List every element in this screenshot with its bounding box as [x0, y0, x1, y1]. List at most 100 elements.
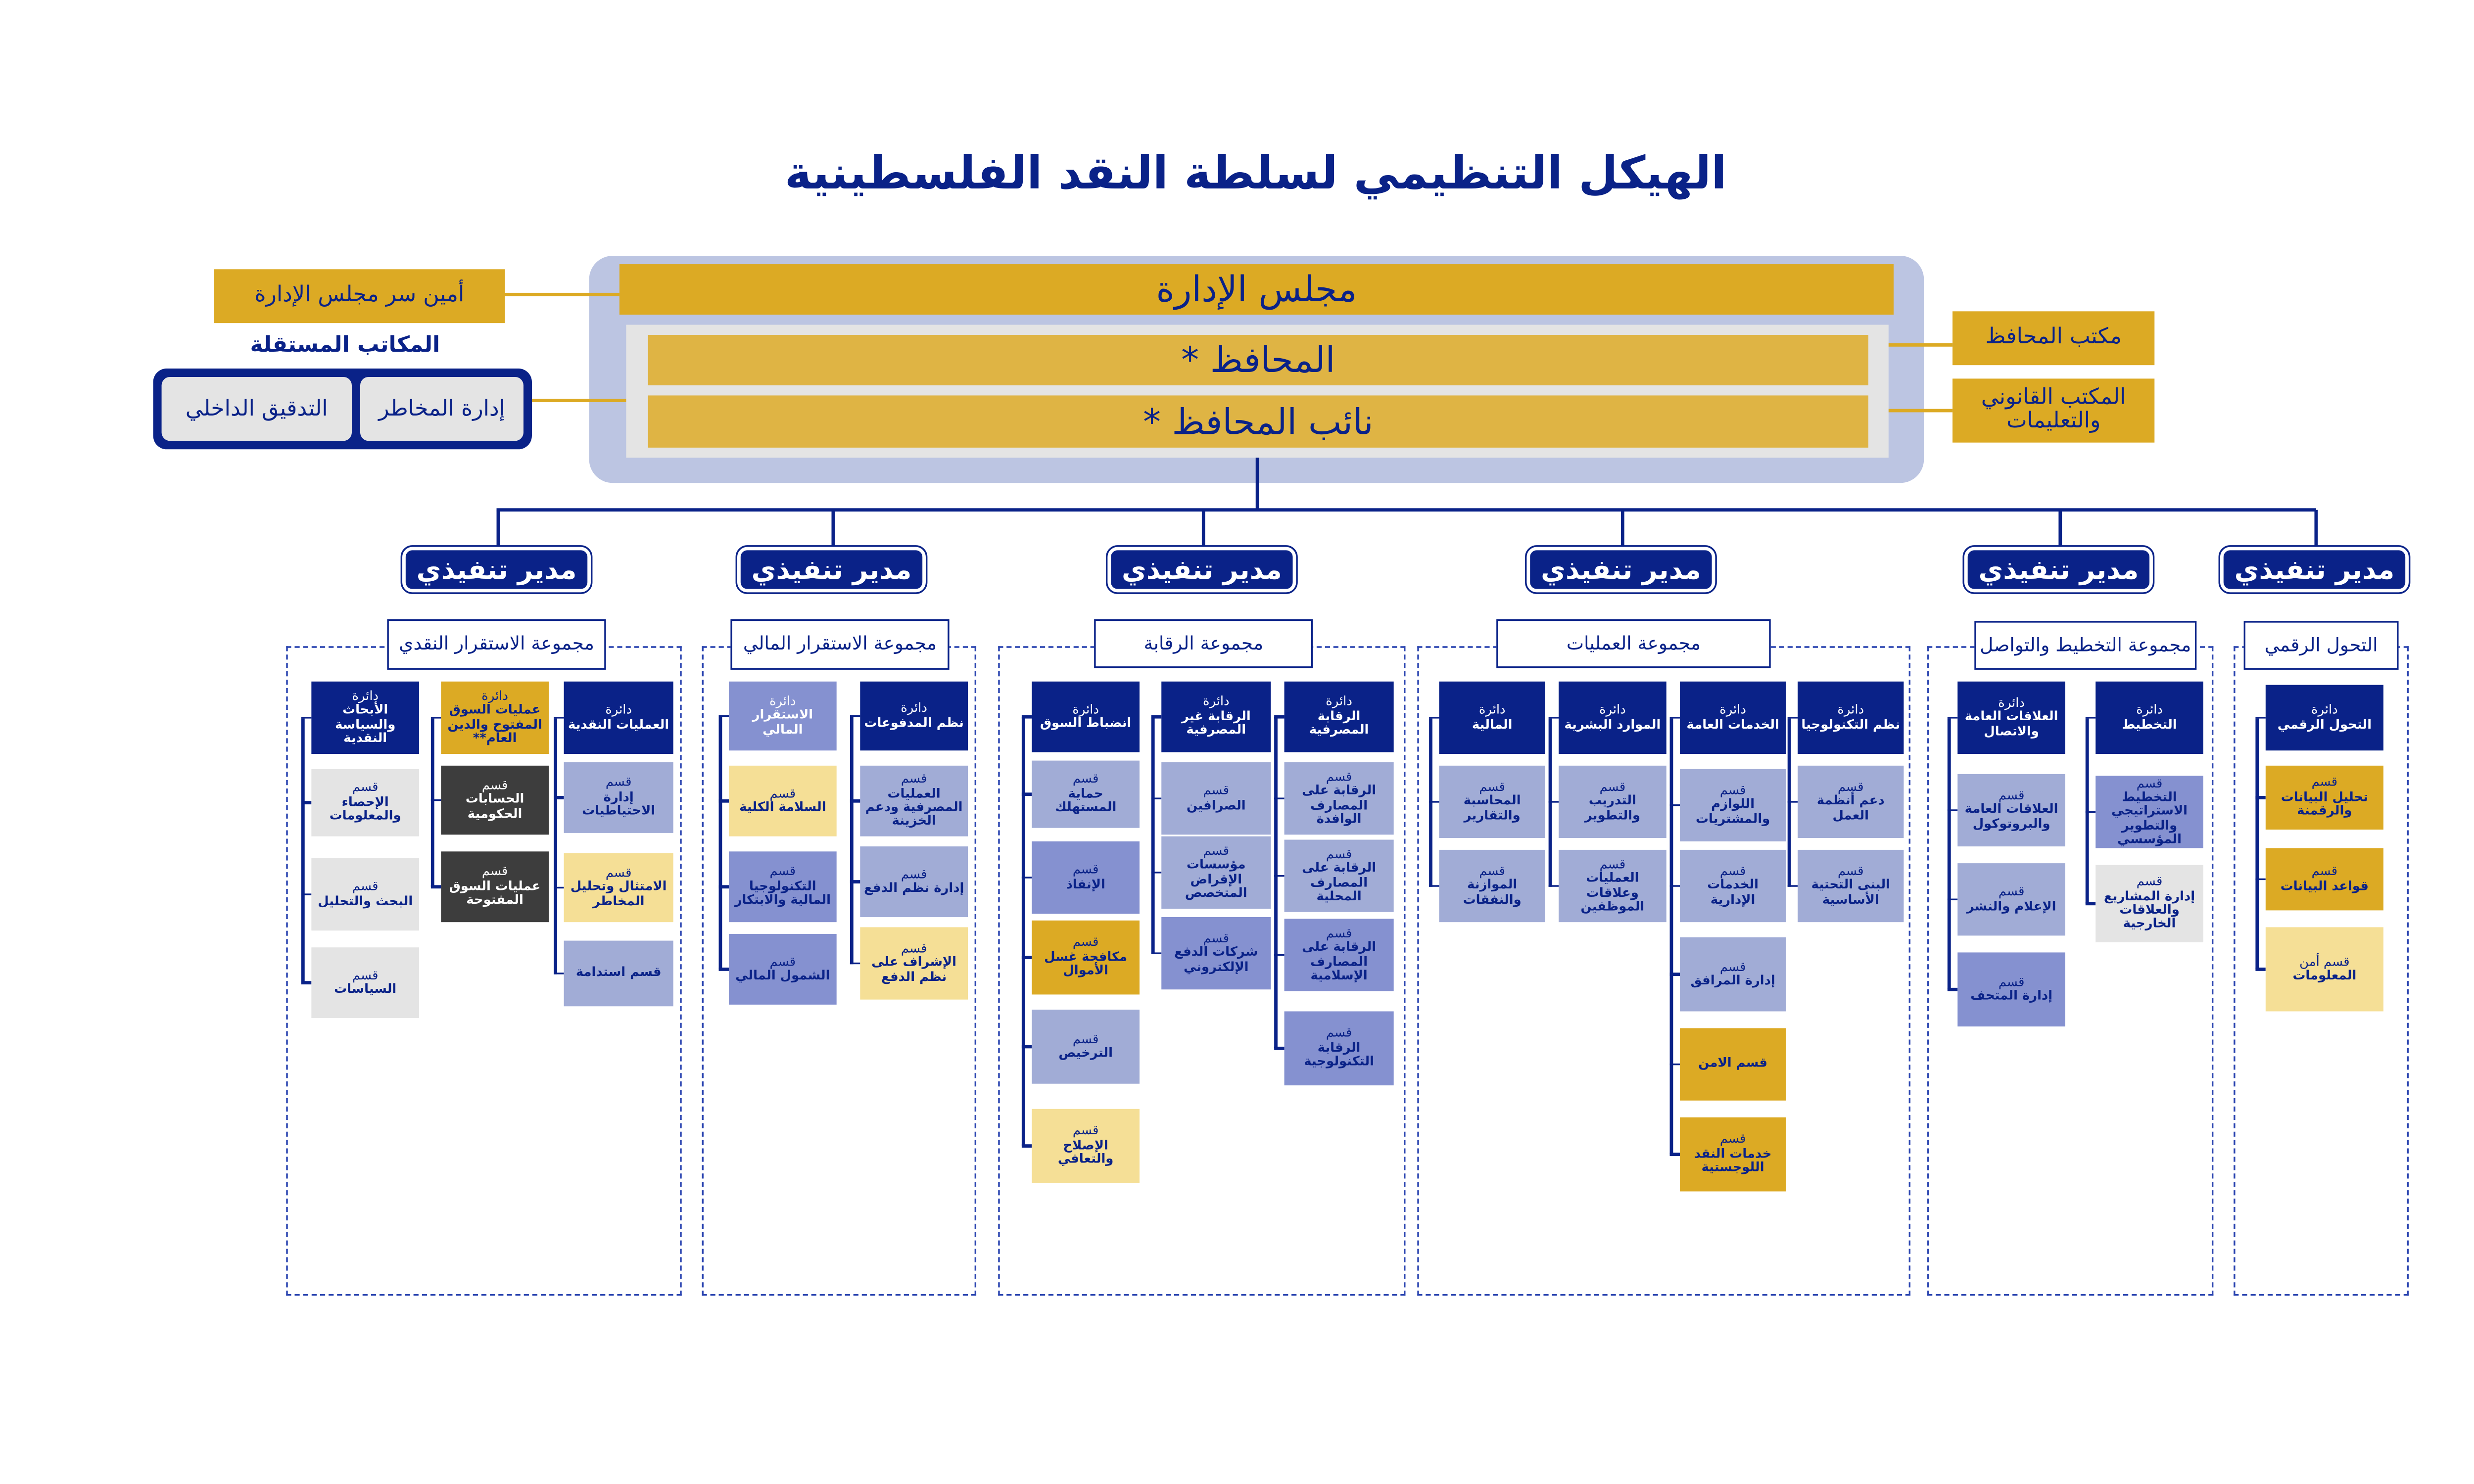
box-name: الرقابة على المصارف الوافدة [1302, 783, 1377, 826]
box-name: الإنفاذ [1066, 876, 1105, 891]
connector [1669, 716, 1680, 719]
connector [554, 796, 564, 799]
box-name: قواعد البيانات [2280, 878, 2369, 893]
connector [301, 981, 312, 984]
connector [301, 893, 312, 896]
connector [2255, 796, 2266, 799]
box-name: الرقابة على المصارف الإسلامية [1302, 939, 1377, 983]
connector [850, 799, 860, 802]
connector [1021, 956, 1032, 959]
executive-director: مدير تنفيذي [2218, 545, 2411, 594]
executive-director: مدير تنفيذي [735, 545, 928, 594]
connector [718, 885, 729, 888]
group-label: مجموعة التخطيط والتواصل [1974, 621, 2197, 670]
box-prefix: دائرة [2311, 702, 2338, 717]
box-name: إدارة الاحتياطيات [582, 788, 656, 818]
connector [1274, 797, 1285, 800]
box-prefix: قسم [481, 864, 508, 880]
connector [2255, 968, 2266, 971]
box-prefix: قسم [1072, 1031, 1099, 1046]
box-prefix: دائرة [1998, 695, 2025, 710]
box-name: الرقابة غير المصرفية [1181, 708, 1251, 738]
governor-office: مكتب المحافظ [1952, 311, 2155, 366]
box-name: العلاقات العامة والاتصال [1964, 709, 2058, 739]
connector [1669, 1153, 1680, 1156]
connector [1151, 717, 1154, 954]
board-of-directors: مجلس الإدارة [619, 264, 1894, 315]
connector [1548, 716, 1559, 719]
connector [1669, 884, 1680, 887]
box-prefix: دائرة [1072, 701, 1099, 716]
legal-office: المكتب القانوني والتعليمات [1952, 378, 2155, 443]
box-prefix: قسم [2136, 775, 2163, 790]
box-name: الحسابات الحكومية [465, 791, 524, 821]
connector [1620, 510, 1624, 547]
box-name: العمليات وعلاقات الموظفين [1580, 870, 1645, 914]
box-name: الاستقرار المالي [752, 707, 813, 737]
box-prefix: قسم [769, 953, 796, 969]
connector [1787, 884, 1798, 887]
connector [430, 717, 433, 887]
connector [1669, 804, 1680, 807]
box-prefix: قسم [2136, 874, 2163, 889]
box-name: مكافحة غسل الأموال [1044, 949, 1128, 978]
connector [2314, 510, 2317, 547]
box-prefix: قسم أمن [2299, 953, 2350, 969]
box-prefix: قسم [1203, 783, 1230, 798]
connector [1947, 717, 1950, 990]
group-label: مجموعة الرقابة [1094, 619, 1313, 668]
group-label: مجموعة الاستقرار المالي [730, 619, 950, 670]
box-name: قسم استدامة [575, 965, 662, 980]
box-name: الصرافين [1187, 796, 1246, 812]
box-name: الرقابة التكنولوجية [1304, 1039, 1374, 1069]
box-name: العلاقات العامة والبروتوكول [1964, 801, 2058, 831]
box-prefix: دائرة [1202, 694, 1230, 709]
box-name: الخدمات الإدارية [1707, 877, 1759, 907]
box-name: عمليات السوق المفتوح والدين العام** [447, 702, 542, 745]
connector [2255, 717, 2258, 970]
box-prefix: قسم [1072, 1123, 1099, 1139]
box-prefix: قسم [901, 866, 927, 881]
box-prefix: قسم [1072, 862, 1099, 877]
connector [1669, 973, 1680, 976]
box-name: العمليات المصرفية ودعم الخزينة [865, 785, 963, 829]
connector [301, 801, 312, 804]
box-name: الرقابة المصرفية [1309, 708, 1369, 738]
board-secretary: أمين سر مجلس الإدارة [214, 269, 505, 324]
connector [1274, 717, 1277, 1049]
connector [301, 717, 304, 983]
connector [1669, 717, 1672, 1155]
box-name: قسم الامن [1698, 1056, 1768, 1071]
box-prefix: قسم [481, 777, 508, 793]
connector [301, 716, 312, 719]
independent-offices-label: المكاتب المستقلة [250, 333, 440, 359]
connector [1947, 809, 1958, 812]
section-box: قسم الامن [1679, 1028, 1786, 1101]
box-name: الأبحاث والسياسة النقدية [335, 702, 396, 745]
executive-director: مدير تنفيذي [1105, 545, 1298, 594]
connector [554, 716, 564, 719]
executive-director: مدير تنفيذي [400, 545, 593, 594]
box-prefix: قسم [1998, 974, 2025, 989]
connector [1888, 343, 1953, 347]
box-prefix: قسم [1599, 779, 1626, 794]
box-name: الامتثال وتحليل المخاطر [570, 879, 667, 908]
box-name: المالية [1472, 716, 1513, 732]
box-name: الشمول المالي [735, 968, 830, 983]
connector [718, 714, 729, 718]
